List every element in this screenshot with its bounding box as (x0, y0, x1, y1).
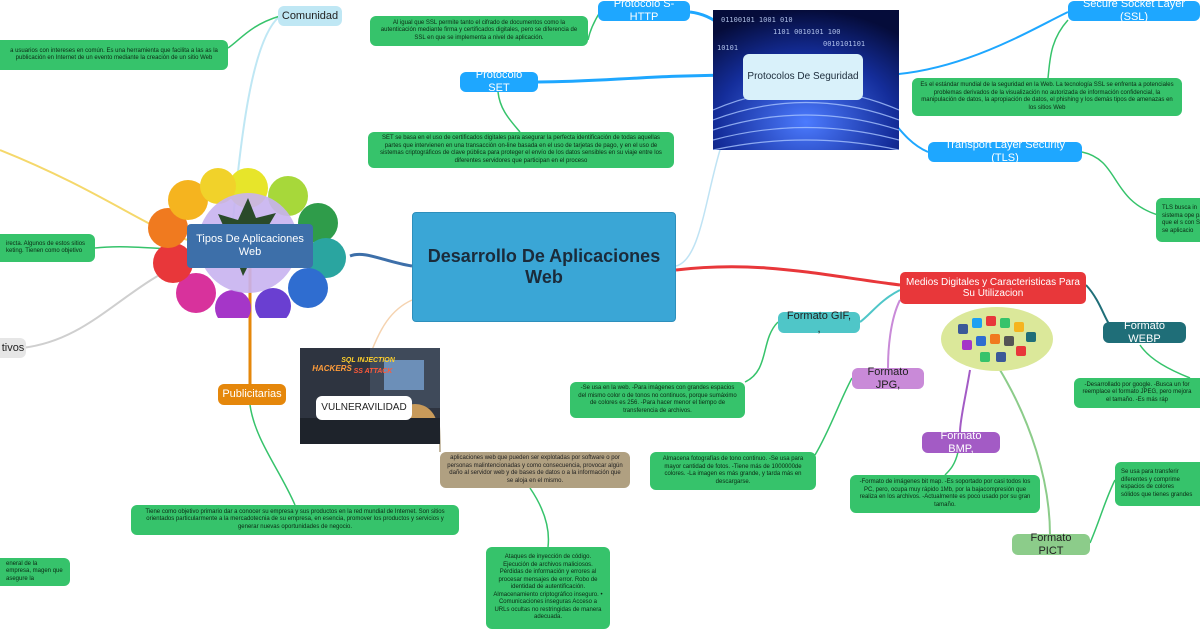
protocolos-title: Protocolos De Seguridad (747, 71, 859, 83)
tipos-bottom-left-note-text: eneral de la empresa, magen que asegure … (6, 560, 63, 582)
central-title: Desarrollo De Aplicaciones Web (427, 246, 661, 287)
set-note-text: SET se basa en el uso de certificados di… (380, 135, 662, 164)
vuln-hackers-text: HACKERS (312, 364, 352, 373)
shttp-label: Protocolo S-HTTP (613, 0, 675, 23)
pict-label: Formato PICT (1030, 531, 1072, 557)
vulnerabilidad-desc[interactable]: aplicaciones web que pueden ser explotad… (440, 452, 630, 488)
ataques-note-text: Ataques de inyección de código. Ejecució… (493, 554, 603, 621)
tls-node[interactable]: Transport Layer Security (TLS) (928, 139, 1082, 164)
pict-note[interactable]: Se usa para transferir diferentes y comp… (1115, 462, 1200, 506)
svg-text:01100101 1001 010: 01100101 1001 010 (721, 16, 793, 24)
tls-note[interactable]: TLS busca in sistema ope para que el s c… (1156, 198, 1200, 242)
ssl-note-text: Es el estándar mundial de la seguridad e… (920, 82, 1174, 111)
vulnerabilidad-title: VULNERAVILIDAD (321, 402, 407, 414)
publicitarias-label: Publicitarias (222, 388, 282, 401)
bmp-node[interactable]: Formato BMP, (922, 429, 1000, 455)
jpg-note[interactable]: Almacena fotografías de tono continuo. -… (650, 452, 816, 490)
bmp-label: Formato BMP, (940, 429, 982, 455)
tipos-left-note-text: irecta. Algunos de estos sitios keting. … (6, 240, 86, 255)
tipos-bottom-left-note[interactable]: eneral de la empresa, magen que asegure … (0, 558, 70, 586)
vulnerabilidad-image-text-2: SQL INJECTION (338, 354, 398, 368)
shttp-note-text: Al igual que SSL permite tanto el cifrad… (380, 19, 578, 41)
bmp-note-text: -Formato de imágenes bit map. -Es soport… (859, 479, 1031, 508)
ssl-label: Secure Socket Layer (SSL) (1082, 0, 1186, 23)
comunidad-node[interactable]: Comunidad (278, 6, 342, 26)
ssl-node[interactable]: Secure Socket Layer (SSL) (1068, 0, 1200, 23)
tipos-image (148, 168, 348, 318)
vuln-sql-text: SQL INJECTION (341, 356, 395, 364)
webp-label: Formato WEBP (1124, 319, 1165, 345)
medios-node[interactable]: Medios Digitales y Caracteristicas Para … (900, 272, 1086, 304)
set-node[interactable]: Protocolo SET (460, 69, 538, 94)
vulnerabilidad-node[interactable]: VULNERAVILIDAD (316, 396, 412, 420)
medios-image (940, 306, 1054, 372)
gif-node[interactable]: Formato GIF, , (778, 309, 860, 335)
publicitarias-node[interactable]: Publicitarias (218, 384, 286, 405)
shttp-node[interactable]: Protocolo S-HTTP (598, 0, 690, 23)
gif-note[interactable]: -Se usa en la web. -Para imágenes con gr… (570, 382, 745, 418)
tls-label: Transport Layer Security (TLS) (944, 139, 1066, 164)
vulnerabilidad-image-text-1: HACKERS (304, 350, 360, 388)
bmp-note[interactable]: -Formato de imágenes bit map. -Es soport… (850, 475, 1040, 513)
svg-text:1101 0010101 100: 1101 0010101 100 (773, 28, 840, 36)
pict-note-text: Se usa para transferir diferentes y comp… (1121, 469, 1193, 498)
central-topic[interactable]: Desarrollo De Aplicaciones Web (412, 212, 676, 322)
medios-title: Medios Digitales y Caracteristicas Para … (906, 276, 1080, 300)
webp-node[interactable]: Formato WEBP (1103, 319, 1186, 345)
webp-note[interactable]: -Desarrollado por google. -Busca un for … (1074, 378, 1200, 408)
tivos-node[interactable]: tivos (0, 338, 26, 358)
publicitarias-note[interactable]: Tiene como objetivo primario dar a conoc… (131, 505, 459, 535)
jpg-node[interactable]: Formato JPG, (852, 365, 924, 391)
set-label: Protocolo SET (475, 69, 523, 94)
ataques-note[interactable]: Ataques de inyección de código. Ejecució… (486, 547, 610, 629)
tipos-node[interactable]: Tipos De Aplicaciones Web (187, 224, 313, 268)
set-note[interactable]: SET se basa en el uso de certificados di… (368, 132, 674, 168)
shttp-note[interactable]: Al igual que SSL permite tanto el cifrad… (370, 16, 588, 46)
tivos-label: tivos (1, 341, 25, 354)
vuln-ss-text: SS ATTACK (353, 367, 393, 375)
protocolos-node[interactable]: Protocolos De Seguridad (743, 54, 863, 100)
webp-note-text: -Desarrollado por google. -Busca un for … (1082, 381, 1192, 403)
gif-label: Formato GIF, , (786, 309, 852, 335)
comunidad-note-text: a usuarios con intereses en común. Es un… (10, 47, 218, 62)
tipos-title: Tipos De Aplicaciones Web (196, 233, 304, 258)
ssl-note[interactable]: Es el estándar mundial de la seguridad e… (912, 78, 1182, 116)
tls-note-text: TLS busca in sistema ope para que el s c… (1162, 205, 1200, 234)
gif-note-text: -Se usa en la web. -Para imágenes con gr… (578, 385, 737, 414)
vulnerabilidad-desc-text: aplicaciones web que pueden ser explotad… (447, 455, 623, 484)
publicitarias-note-text: Tiene como objetivo primario dar a conoc… (145, 508, 445, 530)
pict-node[interactable]: Formato PICT (1012, 531, 1090, 557)
svg-text:10101: 10101 (717, 44, 738, 52)
jpg-label: Formato JPG, (867, 365, 909, 391)
comunidad-note[interactable]: a usuarios con intereses en común. Es un… (0, 40, 228, 70)
vulnerabilidad-image-text-3: SS ATTACK (348, 366, 398, 378)
tipos-left-note[interactable]: irecta. Algunos de estos sitios keting. … (0, 234, 95, 262)
comunidad-label: Comunidad (281, 9, 339, 22)
svg-text:0010101101: 0010101101 (823, 40, 865, 48)
jpg-note-text: Almacena fotografías de tono continuo. -… (662, 456, 804, 485)
